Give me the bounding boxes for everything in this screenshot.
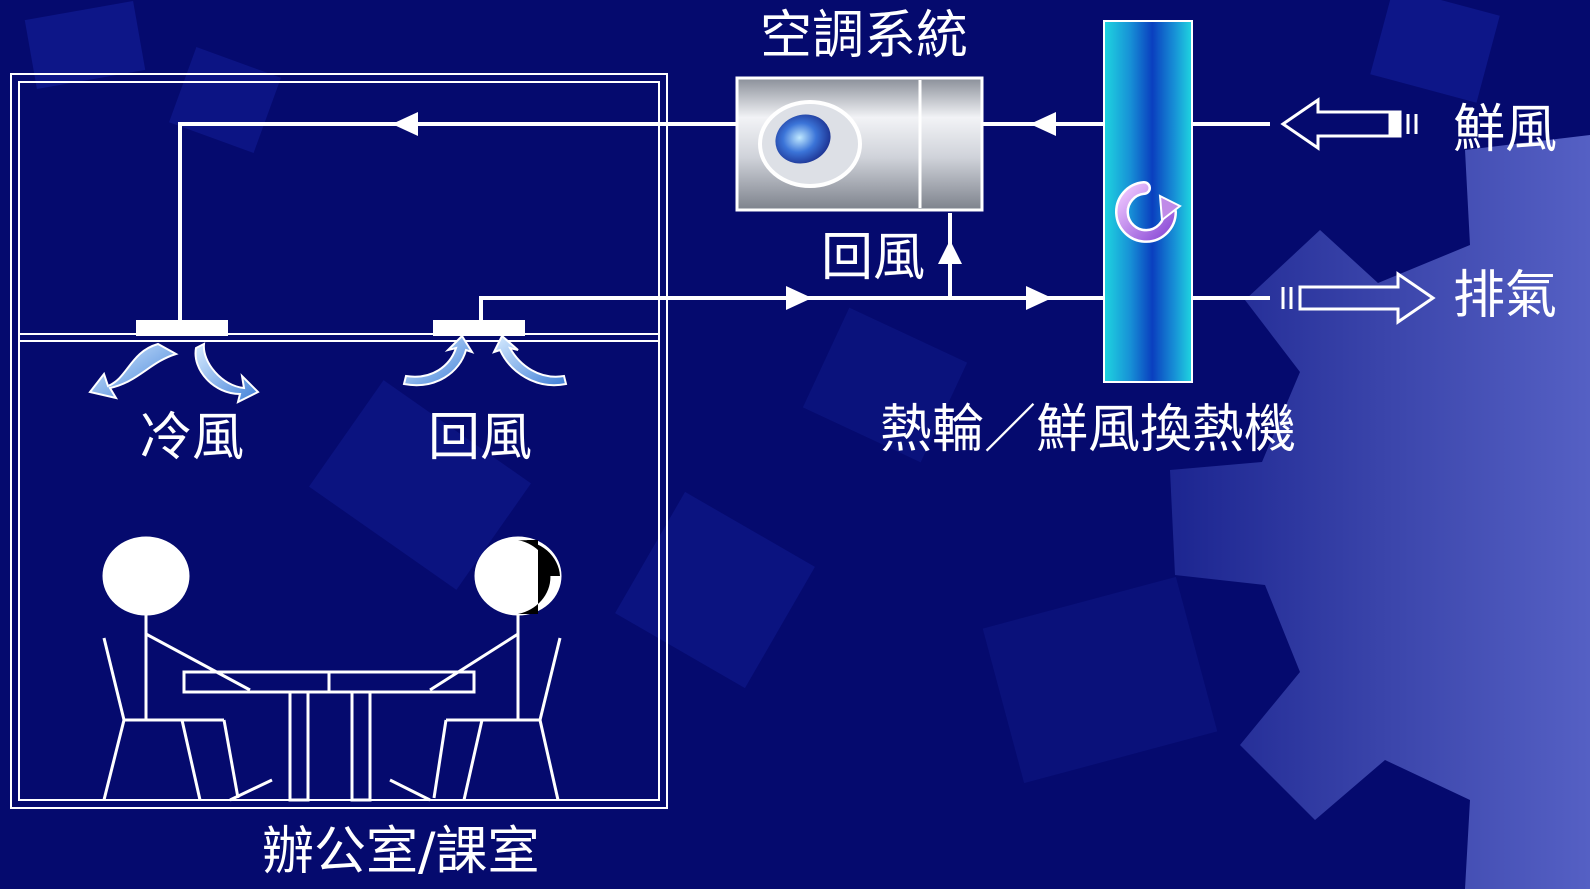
fresh-air-in-arrow-icon [1280, 97, 1418, 151]
cold-air-flow-icon [88, 342, 260, 404]
flow-arrow-left [1030, 112, 1056, 136]
heat-wheel-label: 熱輪／鮮風換熱機 [880, 400, 1297, 460]
person-head [102, 536, 190, 616]
rotation-arrow-icon [1115, 181, 1182, 243]
flow-arrow-left [392, 112, 418, 136]
fresh-air-label: 鮮風 [1453, 100, 1558, 160]
room-label: 辦公室/課室 [262, 822, 540, 882]
exhaust-out-arrow-icon [1281, 271, 1436, 325]
people-at-table [102, 536, 562, 802]
gear-icon [1170, 135, 1590, 889]
room-walls [10, 73, 668, 809]
heat-wheel [1103, 20, 1193, 383]
flow-arrow-right [786, 286, 812, 310]
background-decoration [24, 0, 1590, 889]
exhaust-label: 排氣 [1453, 266, 1558, 326]
supply-diffuser [136, 320, 228, 336]
ac-system-label: 空調系統 [760, 6, 969, 66]
ac-unit [735, 76, 984, 212]
return-air-duct-label: 回風 [821, 228, 926, 288]
cold-air-label: 冷風 [140, 408, 245, 468]
return-diffuser [433, 320, 525, 336]
flow-arrow-right [1026, 286, 1052, 310]
return-air-room-label: 回風 [428, 408, 533, 468]
return-air-flow-icon [402, 334, 568, 387]
flow-arrow-up [938, 240, 962, 264]
supply-duct [178, 122, 737, 322]
